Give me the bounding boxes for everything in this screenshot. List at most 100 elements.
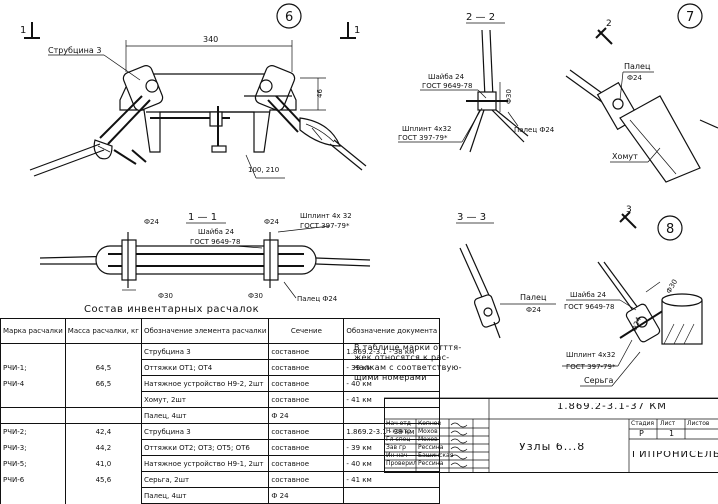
stage-value: Р	[639, 430, 644, 438]
header-mass: Масса расчалки, кг	[64, 318, 142, 344]
d30-label-11b: Ф30	[248, 292, 263, 300]
cell-section: составное	[268, 423, 345, 440]
table-row: Палец, 4шт Ф 24	[0, 407, 441, 424]
cell-section: составное	[268, 391, 345, 408]
cell-element: Серьга, 2шт	[140, 471, 270, 488]
inventory-header-row: Марка расчалки Масса расчалки, кг Обозна…	[0, 318, 441, 344]
title-block-grid	[385, 399, 718, 472]
sheets-label: Листов	[687, 420, 710, 427]
cut2-label: 2	[606, 19, 612, 29]
washer-gost-22: ГОСТ 9649-78	[422, 82, 472, 90]
table-row: РЧИ-3; 44,2 Оттяжки ОТ2; ОТ3; ОТ5; ОТ6 с…	[0, 439, 441, 456]
stage-label: Стадия	[631, 420, 655, 427]
table-row: РЧИ-5; 41,0 Натяжное устройство Н9-1, 2ш…	[0, 455, 441, 472]
clamp-label-7: Хомут	[612, 152, 638, 161]
document-code: 1.869.2-3.1-37 КМ	[557, 403, 667, 411]
cell-document: - 41 км	[343, 471, 441, 488]
cell-section: составное	[268, 439, 345, 456]
cell-section: составное	[268, 359, 345, 376]
cell-element: Струбцина 3	[140, 343, 270, 360]
cut1-right-label: 1	[354, 25, 360, 36]
dim-46: 46	[316, 89, 324, 98]
dim-100-210: 100, 210	[248, 166, 279, 174]
section-3-3-title: 3 — 3	[457, 212, 486, 223]
cell-document	[343, 487, 441, 504]
section-1-1-title: 1 — 1	[188, 212, 217, 223]
cut3-label: 3	[626, 205, 632, 215]
role-2: Гл спец	[386, 436, 411, 443]
table-row: РЧИ-2; 42,4 Струбцина 3 составное 1.869.…	[0, 423, 441, 440]
cell-mass	[64, 391, 142, 408]
person-3: Рессина	[418, 444, 444, 451]
organization-name: ГИПРОНИСЕЛЬХОЗ	[632, 451, 718, 459]
pin-label-11: Шплинт 4х 32	[300, 212, 352, 220]
section-1-1: 1 — 1 Ф24 Ф24 Шайба 24 ГОСТ 9649-78 Шпли…	[39, 212, 371, 303]
d24-label-33: Ф24	[526, 306, 541, 314]
cell-mass	[64, 407, 142, 424]
header-document: Обозначение документа	[343, 318, 441, 344]
view-8: 8 3 Ф30 Ф24 Шайба 24 ГОСТ 9649-78 Шплинт…	[562, 205, 703, 387]
pin-label-22: Шплинт 4х32	[402, 125, 451, 133]
inventory-title: Состав инвентарных расчалок	[84, 304, 260, 315]
dim-340: 340	[203, 35, 218, 44]
pin-gost-22: ГОСТ 397-79*	[398, 134, 448, 142]
d24-label-7: Ф24	[627, 74, 642, 82]
cell-element: Натяжное устройство Н9-2, 2шт	[140, 375, 270, 392]
cell-element: Оттяжки ОТ2; ОТ3; ОТ5; ОТ6	[140, 439, 270, 456]
cell-section: составное	[268, 455, 345, 472]
washer-gost-8: ГОСТ 9649-78	[564, 303, 614, 311]
cell-section: составное	[268, 471, 345, 488]
d24-label-11a: Ф24	[144, 218, 159, 226]
role-0: Нач отд	[386, 420, 411, 427]
view-8-number: 8	[666, 222, 674, 237]
cell-element: Палец, 4шт	[140, 407, 270, 424]
cell-mark: РЧИ-1;	[0, 359, 66, 376]
sheet-name: Узлы 6...8	[519, 443, 586, 451]
person-2: Мохов	[418, 436, 438, 443]
cell-element: Хомут, 2шт	[140, 391, 270, 408]
section-3-3: 3 — 3 Палец Ф24	[456, 212, 556, 339]
header-mark: Марка расчалки	[0, 318, 66, 344]
cell-section: составное	[268, 375, 345, 392]
role-1: Н контр	[386, 428, 411, 435]
finger-label-7: Палец	[624, 62, 651, 71]
cell-element: Струбцина 3	[140, 423, 270, 440]
cell-mass: 66,5	[64, 375, 142, 392]
person-4: Башинская	[418, 452, 454, 459]
assembly-drawing: 1 1 6 340 46 100, 210	[20, 3, 718, 399]
cell-mass: 64,5	[64, 359, 142, 376]
finger-label-11: Палец Ф24	[297, 295, 338, 303]
cell-element: Натяжное устройство Н9-1, 2шт	[140, 455, 270, 472]
cell-section: составное	[268, 343, 345, 360]
d30-label-8: Ф30	[665, 278, 679, 295]
cell-mass	[64, 487, 142, 504]
earring-label-8: Серьга	[584, 376, 614, 385]
header-element: Обозначение элемента расчалки	[140, 318, 270, 344]
washer-label-22: Шайба 24	[428, 73, 465, 81]
cell-element: Палец, 4шт	[140, 487, 270, 504]
cell-mass: 41,0	[64, 455, 142, 472]
cell-mark	[0, 487, 66, 504]
sheet-value: 1	[669, 430, 675, 438]
person-0: Копнов	[418, 420, 441, 427]
cell-section: Ф 24	[268, 407, 345, 424]
table-row: Палец, 4шт Ф 24	[0, 487, 441, 504]
view-7-number: 7	[686, 10, 694, 25]
sheet-label: Лист	[660, 420, 676, 427]
finger-label-22: Палец Ф24	[514, 126, 555, 134]
cut1-left-label: 1	[20, 25, 26, 36]
table-row: Хомут, 2шт составное - 41 км	[0, 391, 441, 408]
pin-label-8: Шплинт 4х32	[566, 351, 615, 359]
view-7: 7 2 Палец Ф24 Хомут	[565, 3, 718, 183]
view-6: 1 1 6 340 46 100, 210	[20, 3, 367, 179]
cell-mark: РЧИ-6	[0, 471, 66, 488]
finger-label-33: Палец	[520, 293, 547, 302]
cell-mass: 45,6	[64, 471, 142, 488]
cell-mark	[0, 343, 66, 360]
person-1: Мохов	[418, 428, 438, 435]
cell-mass: 44,2	[64, 439, 142, 456]
pin-gost-8: ГОСТ 397-79*	[566, 363, 616, 371]
pin-gost-11: ГОСТ 397-79*	[300, 222, 350, 230]
section-2-2: 2 — 2 Ф30 Шайба 24 ГОСТ 9649-78 Шплинт 4…	[398, 12, 555, 153]
washer-label-8: Шайба 24	[570, 291, 607, 299]
